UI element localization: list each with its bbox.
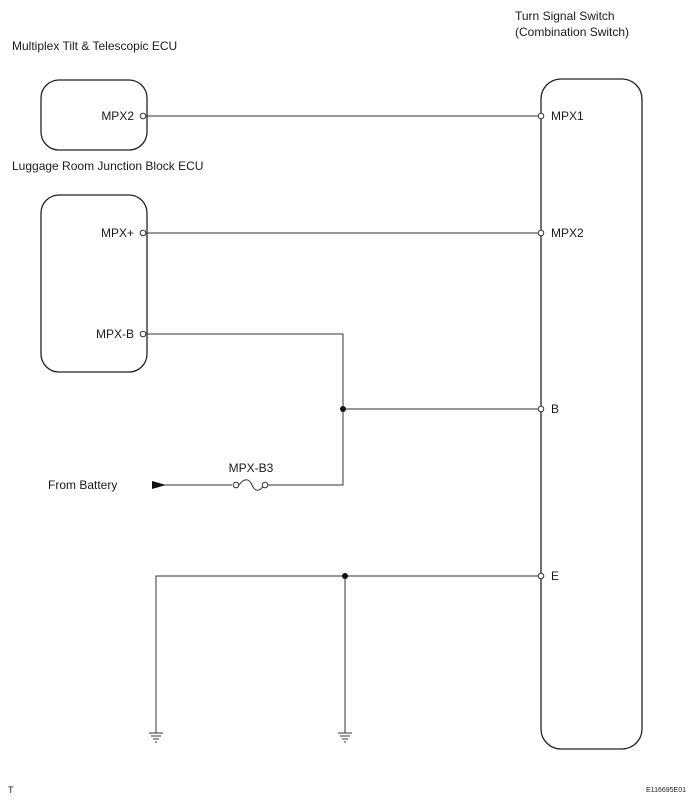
fuse-icon [238,479,265,491]
ground-icon [149,732,163,743]
arrow-right-icon [152,481,166,489]
tilt-telescopic-ecu-box [40,79,148,151]
tilt-pin-mpx2-label: MPX2 [101,109,134,123]
wire-e-ground-left [155,575,538,733]
splice-point-e [342,573,348,579]
sw-pin-mpx2-label: MPX2 [551,226,584,240]
footer-left-code: T [8,785,14,795]
pin-sw-b [537,405,545,413]
switch-title-line1: Turn Signal Switch [515,9,615,23]
sw-pin-b-label: B [551,402,559,416]
ground-icon [338,732,352,743]
turn-signal-switch-box [540,78,643,750]
sw-pin-e-label: E [551,569,559,583]
junction-block-ecu-box [40,194,148,373]
sw-pin-mpx1-label: MPX1 [551,109,584,123]
pin-sw-mpx1 [537,112,545,120]
jb-pin-mpx-plus-label: MPX+ [101,226,134,240]
fuse-label: MPX-B3 [229,461,274,475]
pin-tilt-mpx2 [139,112,147,120]
pin-sw-mpx2 [537,229,545,237]
footer-figure-id: E116695E01 [646,787,686,794]
jb-pin-mpx-b-label: MPX-B [96,327,134,341]
fuse-terminal-left [232,481,240,489]
switch-title-line2: (Combination Switch) [515,25,629,39]
pin-jb-mpx-b [139,330,147,338]
pin-jb-mpx-plus [139,229,147,237]
splice-point-b [340,406,346,412]
fuse-terminal-right [261,481,269,489]
pin-sw-e [537,572,545,580]
tilt-telescopic-ecu-label: Multiplex Tilt & Telescopic ECU [12,39,177,53]
junction-block-ecu-label: Luggage Room Junction Block ECU [12,159,203,173]
from-battery-label: From Battery [48,478,117,492]
